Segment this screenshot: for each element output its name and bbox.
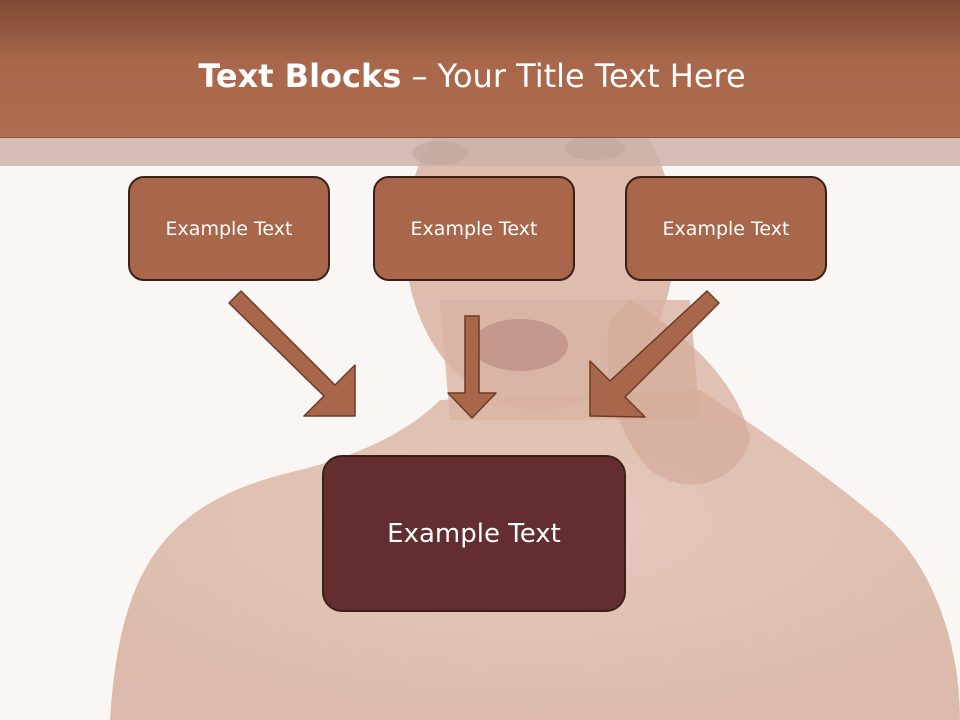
text-block-left-label: Example Text xyxy=(165,217,293,240)
text-block-right: Example Text xyxy=(625,176,827,281)
text-block-center: Example Text xyxy=(373,176,575,281)
slide-title: Text Blocks – Your Title Text Here xyxy=(0,54,944,98)
slide-title-bold: Text Blocks xyxy=(198,57,402,95)
text-block-center-label: Example Text xyxy=(410,217,538,240)
text-block-result-label: Example Text xyxy=(387,518,561,549)
title-bar-band xyxy=(0,138,960,166)
text-block-right-label: Example Text xyxy=(662,217,790,240)
text-block-result: Example Text xyxy=(322,455,626,612)
text-block-left: Example Text xyxy=(128,176,330,281)
slide-title-rest: – Your Title Text Here xyxy=(401,57,746,95)
arrow-center-down xyxy=(447,315,497,419)
arrow-left-diagonal xyxy=(228,290,356,417)
title-bar xyxy=(0,0,960,138)
arrow-right-diagonal xyxy=(589,290,720,418)
